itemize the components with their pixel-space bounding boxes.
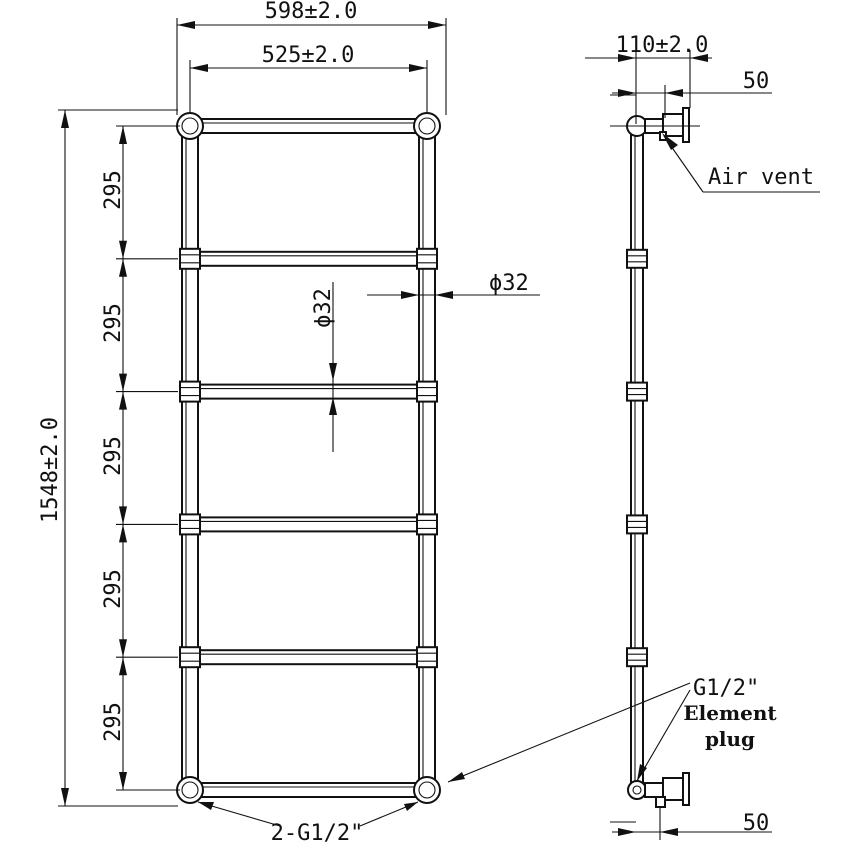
right-upright bbox=[418, 125, 436, 795]
rail-joint-5-right bbox=[416, 646, 438, 669]
rail-4 bbox=[197, 516, 420, 533]
rail-diameter-dimension: ϕ32 bbox=[311, 282, 337, 452]
upright-diameter-dimension: ϕ32 bbox=[367, 271, 540, 299]
bottom-connections-label: 2-G1/2" bbox=[271, 821, 364, 846]
rails bbox=[179, 118, 438, 798]
rail-diameter-label: ϕ32 bbox=[311, 288, 336, 328]
rail-joint-3-left bbox=[179, 380, 201, 403]
side-collar-5 bbox=[626, 647, 648, 668]
bottom-connections-callout: 2-G1/2" bbox=[197, 801, 419, 846]
side-collar-2 bbox=[626, 248, 648, 269]
rail-joint-3-right bbox=[416, 380, 438, 403]
side-view bbox=[610, 94, 700, 823]
rail-joint-2-right bbox=[416, 247, 438, 270]
bottom-offset-label: 50 bbox=[743, 811, 770, 836]
side-collar-4 bbox=[626, 514, 648, 535]
rail-2 bbox=[197, 250, 420, 267]
bottom-left-cap bbox=[176, 776, 204, 804]
spacing-label-4: 295 bbox=[101, 569, 126, 609]
rail-joint-4-right bbox=[416, 513, 438, 536]
projection-label: 110±2.0 bbox=[616, 33, 709, 58]
upright-diameter-label: ϕ32 bbox=[489, 271, 529, 296]
rail-6 bbox=[197, 782, 420, 798]
top-offset-label: 50 bbox=[743, 69, 770, 94]
overall-width-dimension: 598±2.0 bbox=[176, 0, 447, 115]
element-plug-label-line1: Element bbox=[683, 701, 777, 725]
center-width-label: 525±2.0 bbox=[262, 43, 355, 68]
center-width-dimension: 525±2.0 bbox=[189, 43, 428, 112]
side-collar-3 bbox=[626, 381, 648, 402]
rail-joint-2-left bbox=[179, 247, 201, 270]
overall-height-label: 1548±2.0 bbox=[38, 417, 63, 523]
rail-5 bbox=[197, 649, 420, 666]
spacing-label-5: 295 bbox=[101, 702, 126, 742]
spacing-label-2: 295 bbox=[101, 303, 126, 343]
projection-dimension: 110±2.0 bbox=[585, 33, 712, 124]
bottom-right-cap bbox=[413, 776, 441, 804]
rail-joint-5-left bbox=[179, 646, 201, 669]
overall-height-dimension: 1548±2.0 bbox=[38, 109, 178, 807]
rail-joint-4-left bbox=[179, 513, 201, 536]
rail-3 bbox=[197, 383, 420, 400]
element-plug-callout: G1/2" Element plug bbox=[447, 676, 777, 783]
top-left-cap bbox=[176, 112, 204, 140]
side-collars bbox=[626, 248, 648, 668]
rail-spacing-dimensions: 295 295 295 295 295 bbox=[101, 125, 180, 791]
left-upright bbox=[181, 125, 199, 795]
top-offset-dimension: 50 bbox=[612, 69, 772, 118]
element-plug-label-line2: plug bbox=[705, 727, 755, 751]
air-vent-callout: Air vent bbox=[662, 133, 820, 193]
bottom-offset-dimension: 50 bbox=[612, 807, 772, 840]
air-vent-label: Air vent bbox=[708, 165, 814, 190]
spacing-label-3: 295 bbox=[101, 436, 126, 476]
side-upright bbox=[630, 125, 644, 791]
front-view bbox=[176, 112, 441, 804]
rail-1 bbox=[197, 118, 420, 134]
overall-width-label: 598±2.0 bbox=[265, 0, 358, 24]
top-right-cap bbox=[413, 112, 441, 140]
spacing-label-1: 295 bbox=[101, 170, 126, 210]
element-thread-label: G1/2" bbox=[693, 676, 759, 701]
